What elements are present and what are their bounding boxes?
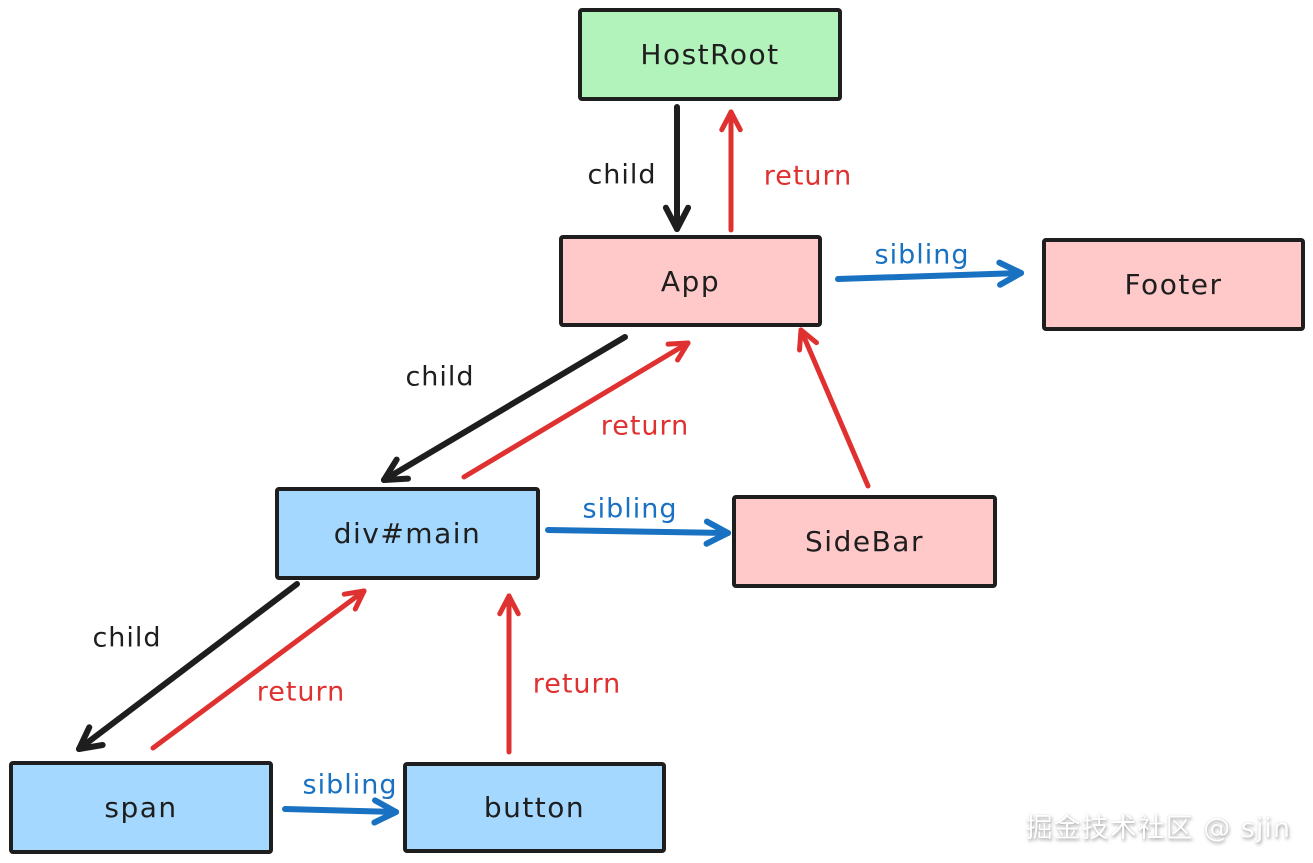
edge-return <box>719 109 743 233</box>
edge-child <box>662 104 692 232</box>
node-sidebar: SideBar <box>732 495 997 588</box>
edge-label-return: return <box>763 160 853 192</box>
node-hostroot: HostRoot <box>578 8 842 101</box>
edge-label-sibling: sibling <box>302 769 398 801</box>
edge-label-child: child <box>92 622 162 654</box>
edge-label-child: child <box>405 361 475 393</box>
edge-label-return: return <box>256 676 346 708</box>
edge-sibling <box>545 518 731 547</box>
edge-sibling <box>282 797 399 826</box>
edge-label-return: return <box>600 410 690 442</box>
edge-return <box>797 327 871 489</box>
node-footer-label: Footer <box>1124 268 1223 301</box>
edge-label-sibling: sibling <box>582 493 678 525</box>
node-app: App <box>559 235 822 327</box>
node-span: span <box>9 761 273 854</box>
node-div-main-label: div#main <box>333 517 482 550</box>
node-app-label: App <box>660 264 721 298</box>
node-button-label: button <box>483 791 586 824</box>
node-hostroot-label: HostRoot <box>640 38 780 71</box>
node-footer: Footer <box>1042 238 1305 331</box>
edge-label-sibling: sibling <box>874 239 970 271</box>
node-button: button <box>403 762 666 853</box>
edge-return <box>497 593 521 755</box>
edge-label-child: child <box>587 159 657 191</box>
edge-label-return: return <box>532 668 622 700</box>
edge-return <box>150 588 367 751</box>
edge-child <box>381 334 628 483</box>
edge-child <box>76 581 300 752</box>
watermark: 掘金技术社区 @ sjin <box>1025 813 1291 844</box>
node-sidebar-label: SideBar <box>805 525 924 558</box>
node-div-main: div#main <box>275 487 540 580</box>
node-span-label: span <box>104 791 178 824</box>
